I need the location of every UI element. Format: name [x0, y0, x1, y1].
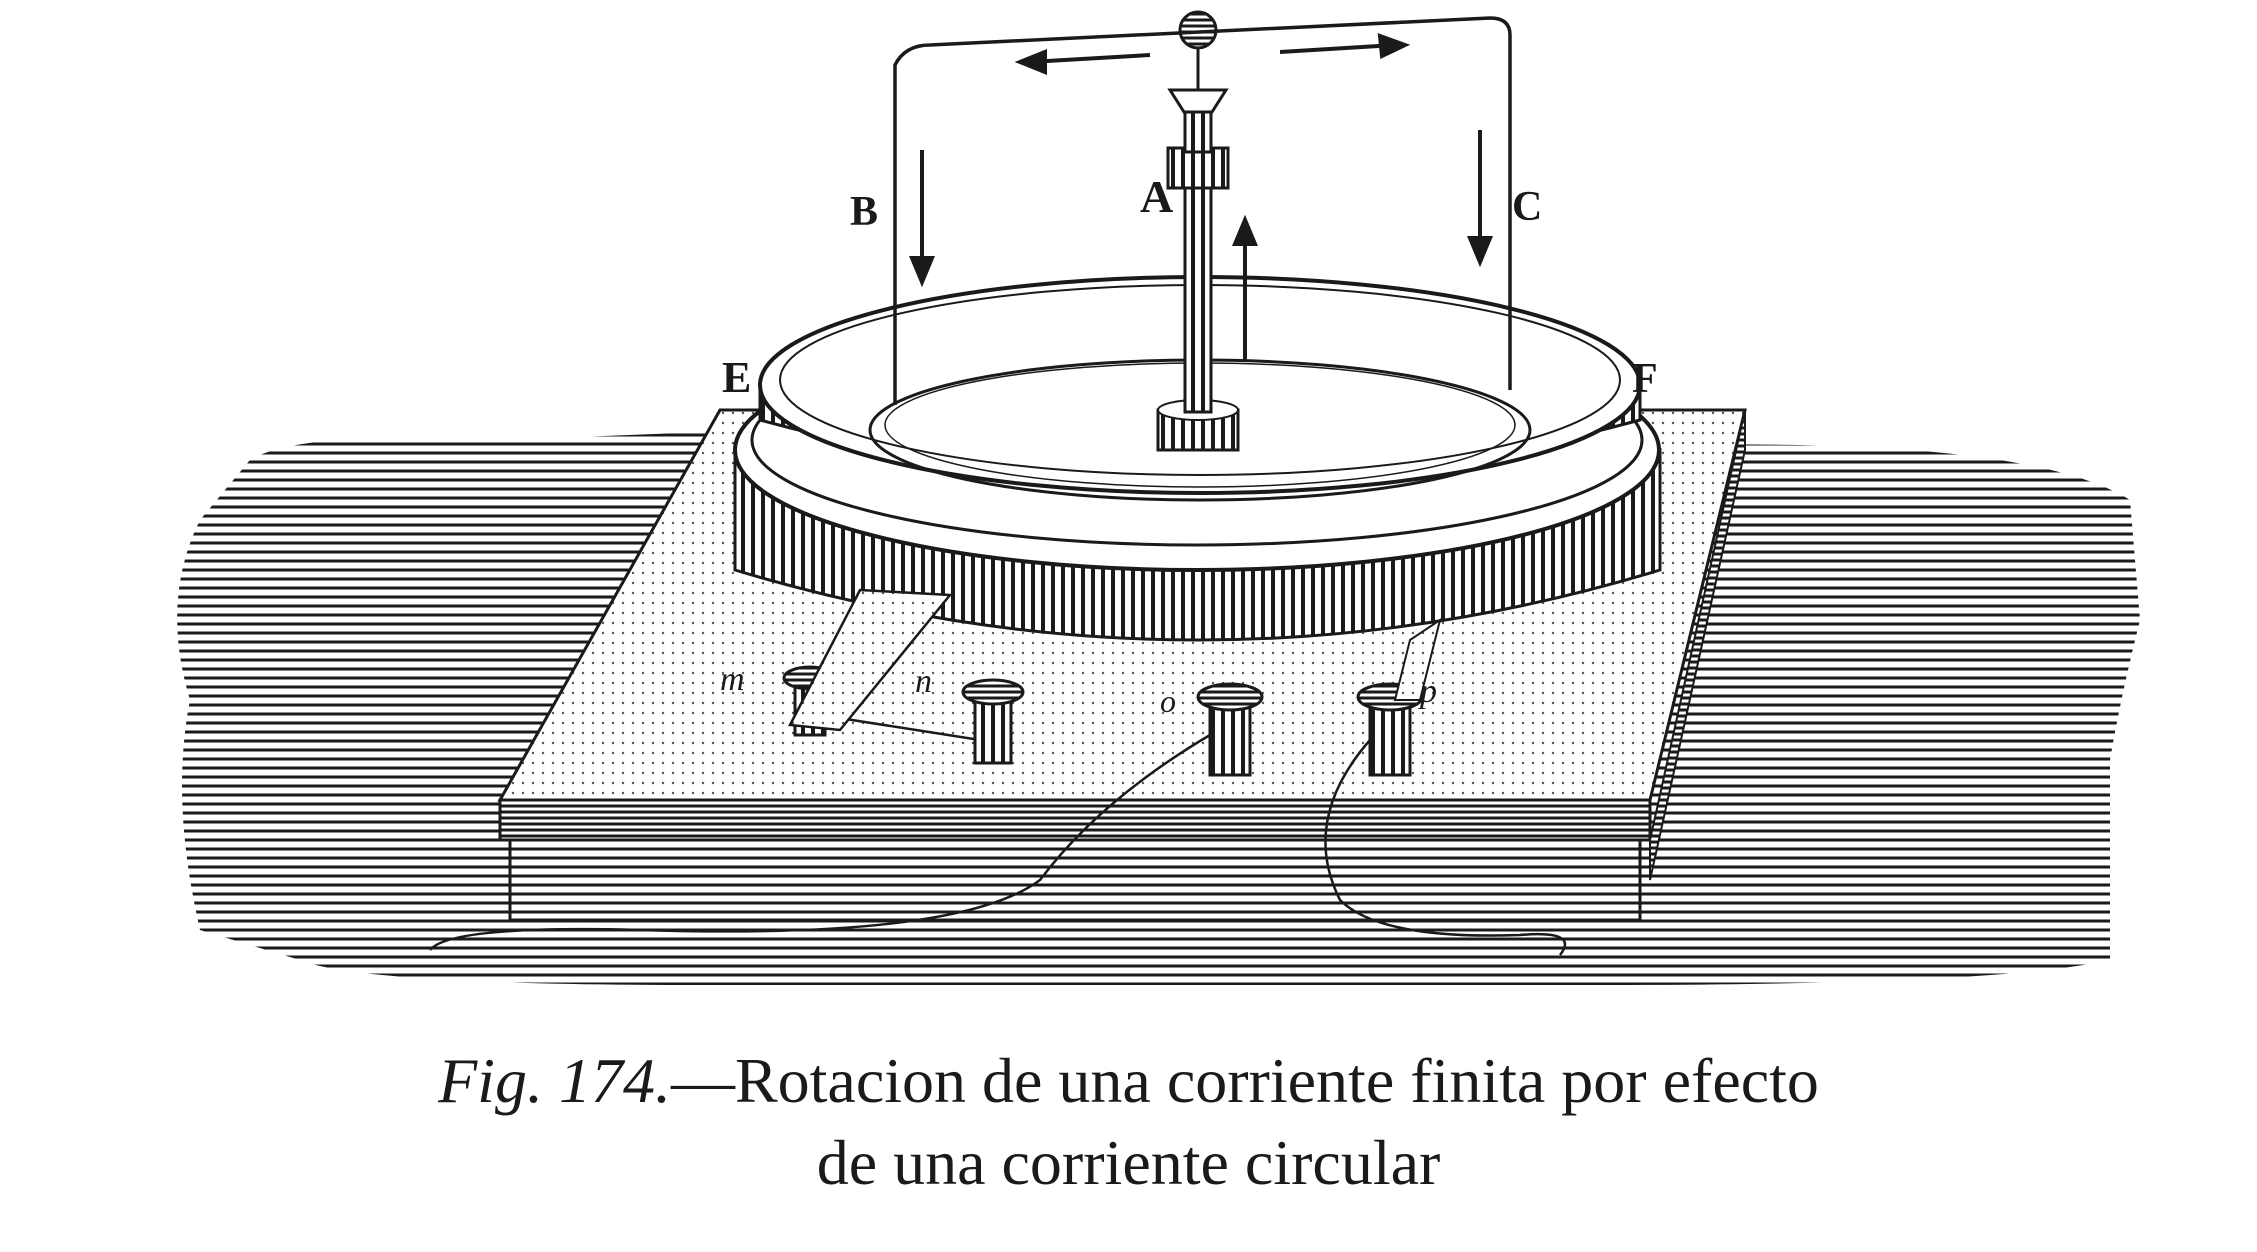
label-m: m: [720, 661, 745, 698]
label-c: C: [1512, 184, 1542, 230]
label-b: B: [850, 189, 878, 235]
figure-caption: Fig. 174.—Rotacion de una corriente fini…: [0, 1040, 2257, 1204]
wire-frame: [893, 16, 1512, 405]
label-f: F: [1632, 356, 1658, 402]
caption-line-1: Rotacion de una corriente finita por efe…: [734, 1045, 1819, 1116]
central-column: [1156, 10, 1240, 452]
caption-dash: —: [670, 1045, 735, 1116]
label-p: p: [1418, 673, 1437, 710]
label-e: E: [722, 353, 751, 402]
binding-post-o: [1196, 682, 1264, 777]
circular-trough: [733, 275, 1662, 642]
caption-line-2: de una corriente circular: [816, 1127, 1441, 1198]
binding-post-n: [961, 678, 1025, 765]
label-o: o: [1160, 683, 1176, 719]
figure-labels: A B C E F m n o p: [720, 171, 1658, 719]
binding-posts: [782, 588, 1442, 777]
figure-number: Fig. 174.: [438, 1045, 671, 1116]
label-n: n: [915, 663, 932, 700]
binding-post-p: [1356, 682, 1424, 777]
label-a: A: [1140, 171, 1173, 222]
current-arrows: [909, 33, 1493, 360]
